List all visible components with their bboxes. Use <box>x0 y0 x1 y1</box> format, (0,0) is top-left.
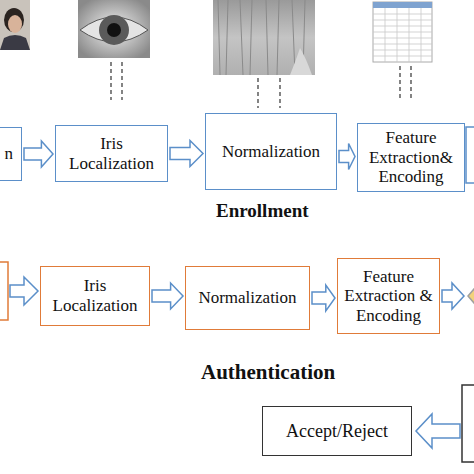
block-arrow <box>312 285 335 311</box>
strip-highlight <box>290 48 312 75</box>
box-text: Normalization <box>198 288 296 308</box>
table-header <box>373 2 432 8</box>
block-arrow <box>416 414 460 448</box>
box-text: n <box>5 144 14 164</box>
face <box>8 15 22 33</box>
box-text: Feature Extraction & Encoding <box>343 267 434 326</box>
table-frame <box>373 2 432 62</box>
table-leader <box>400 66 411 100</box>
iris <box>99 15 129 45</box>
pupil <box>107 23 121 37</box>
process-box: n <box>0 127 22 181</box>
decision-output-box: Accept/Reject <box>262 406 412 456</box>
box-text: Iris Localization <box>46 276 144 315</box>
normalized-strip <box>213 0 315 75</box>
process-box: Iris Localization <box>40 266 150 326</box>
dashed-leaders <box>111 62 411 108</box>
box-text: Feature Extraction& Encoding <box>363 128 459 187</box>
eye-image <box>78 0 150 58</box>
code-table <box>373 2 432 62</box>
shoulders <box>0 35 30 50</box>
hair <box>4 8 24 32</box>
cut-box <box>462 385 474 462</box>
strip-ground <box>213 0 315 75</box>
section-title: Authentication <box>201 360 335 385</box>
process-box: Normalization <box>185 266 310 330</box>
box-text: Normalization <box>222 142 320 162</box>
block-arrow <box>442 283 464 309</box>
process-box: Feature Extraction& Encoding <box>357 123 465 192</box>
box-text: Accept/Reject <box>286 421 388 442</box>
process-box: Normalization <box>205 113 337 190</box>
box-text: Iris Localization <box>61 134 162 173</box>
table-grid <box>373 8 432 62</box>
block-arrow <box>24 141 53 167</box>
strip-leader <box>258 78 280 108</box>
section-title: Enrollment <box>216 200 309 222</box>
strip-texture <box>218 0 305 75</box>
cut-box <box>466 127 474 183</box>
eye-leader <box>111 62 122 100</box>
decision-diamond <box>468 282 474 310</box>
eye-ground <box>78 0 150 58</box>
block-arrow <box>152 283 183 309</box>
face-photo <box>0 0 30 50</box>
process-box: Iris Localization <box>55 125 168 182</box>
block-arrow <box>339 144 355 170</box>
block-arrow <box>170 141 203 167</box>
photo-ground <box>0 0 30 50</box>
process-box: Feature Extraction & Encoding <box>337 258 440 334</box>
cut-box <box>0 262 8 320</box>
block-arrow <box>10 277 38 305</box>
